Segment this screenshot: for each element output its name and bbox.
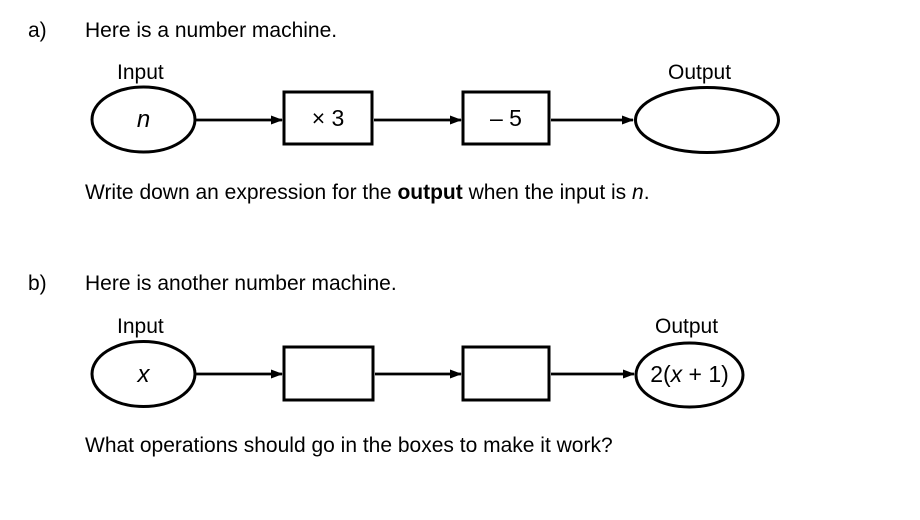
machine-b-diagram: Input Output x 2(x + 1) [90,315,745,409]
machine-a-input-label: Input [117,61,164,84]
machine-a-operation-2-label: – 5 [490,105,522,131]
question-a-middle: when the input is [462,181,633,204]
machine-b-input-value: x [137,361,151,388]
question-a-suffix: . [643,181,650,204]
machine-a-output-label: Output [668,61,731,84]
question-a-bold-word: output [397,181,463,204]
expr-post: + 1) [682,361,729,387]
machine-a-input-value: n [137,106,150,133]
machine-b-output-ellipse [634,341,745,409]
machine-b-input-ellipse [90,340,197,408]
machine-a-operation-1-label: × 3 [312,105,345,131]
machine-b-output-label: Output [655,315,718,338]
expr-pre: 2( [650,361,671,387]
machine-a-output-ellipse [634,86,780,154]
machine-b-output-expression: 2(x + 1) [650,361,729,387]
machine-a-operation-box-2 [461,90,551,146]
question-a-variable: n [632,181,644,204]
part-b-heading: Here is another number machine. [85,272,397,295]
machine-a-diagram: Input Output n × 3 – 5 [90,61,780,154]
machine-a-input-ellipse [90,85,197,154]
expr-variable: x [670,361,684,387]
part-a-label: a) [28,19,47,42]
machine-b-input-label: Input [117,315,164,338]
part-a-question: Write down an expression for the output … [85,180,650,205]
part-b-label: b) [28,272,47,295]
machine-b-operation-box-2 [461,345,551,402]
question-a-prefix: Write down an expression for the [85,181,398,204]
machine-b-operation-box-1 [282,345,375,402]
part-b-question: What operations should go in the boxes t… [85,434,613,457]
part-a-heading: Here is a number machine. [85,19,338,42]
machine-a-operation-box-1 [282,90,374,146]
